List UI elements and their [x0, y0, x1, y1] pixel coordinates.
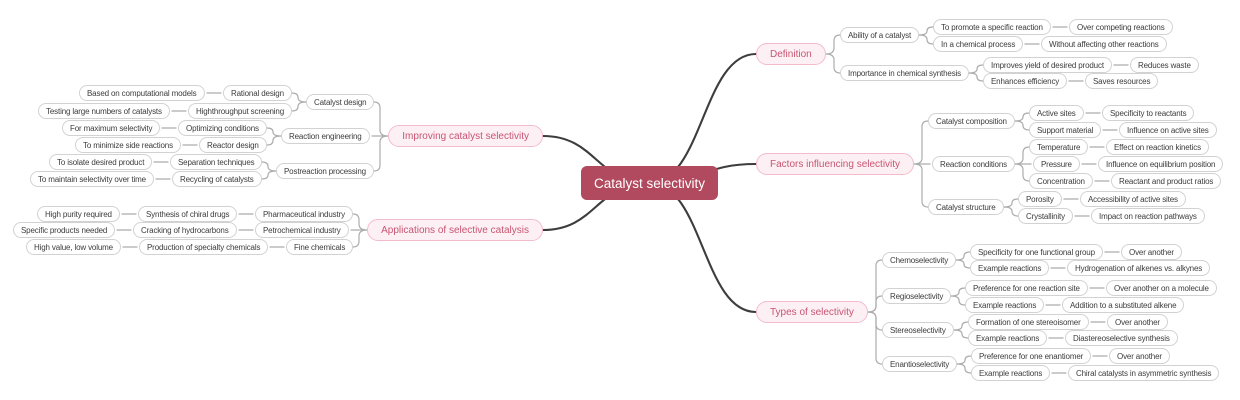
node-preference-for-one-enantiomer[interactable]: Preference for one enantiomer — [971, 348, 1092, 364]
node-example-reactions-enantio[interactable]: Example reactions — [971, 365, 1051, 381]
node-high-value-low-volume[interactable]: High value, low volume — [26, 239, 121, 255]
node-in-a-chemical-process[interactable]: In a chemical process — [933, 36, 1024, 52]
node-example-reactions-stereo[interactable]: Example reactions — [968, 330, 1048, 346]
node-separation-techniques[interactable]: Separation techniques — [170, 154, 263, 170]
node-based-on-computational-models[interactable]: Based on computational models — [79, 85, 205, 101]
node-formation-of-one-stereoisomer[interactable]: Formation of one stereoisomer — [968, 314, 1089, 330]
node-optimizing-conditions[interactable]: Optimizing conditions — [178, 120, 267, 136]
node-over-another-stereo[interactable]: Over another — [1107, 314, 1168, 330]
node-to-isolate-desired-product[interactable]: To isolate desired product — [49, 154, 153, 170]
node-preference-for-one-reaction-site[interactable]: Preference for one reaction site — [965, 280, 1088, 296]
node-fine-chemicals[interactable]: Fine chemicals — [286, 239, 354, 255]
node-addition-to-a-substituted-alkene[interactable]: Addition to a substituted alkene — [1062, 297, 1185, 313]
node-catalyst-composition[interactable]: Catalyst composition — [928, 113, 1015, 129]
node-active-sites[interactable]: Active sites — [1029, 105, 1084, 121]
node-over-another-enantio[interactable]: Over another — [1109, 348, 1170, 364]
branch-improving-catalyst-selectivity[interactable]: Improving catalyst selectivity — [388, 125, 543, 147]
node-rational-design[interactable]: Rational design — [223, 85, 292, 101]
node-ability-of-a-catalyst[interactable]: Ability of a catalyst — [840, 27, 920, 43]
branch-definition[interactable]: Definition — [756, 43, 826, 65]
node-specificity-for-one-functional-group[interactable]: Specificity for one functional group — [970, 244, 1103, 260]
node-to-maintain-selectivity-over-time[interactable]: To maintain selectivity over time — [30, 171, 154, 187]
node-influence-on-equilibrium-position[interactable]: Influence on equilibrium position — [1098, 156, 1224, 172]
node-over-another-on-a-molecule[interactable]: Over another on a molecule — [1106, 280, 1217, 296]
central-topic[interactable]: Catalyst selectivity — [581, 166, 719, 200]
node-production-of-specialty-chemicals[interactable]: Production of specialty chemicals — [139, 239, 269, 255]
node-reaction-engineering[interactable]: Reaction engineering — [281, 128, 370, 144]
node-postreaction-processing[interactable]: Postreaction processing — [276, 163, 374, 179]
branch-types-of-selectivity[interactable]: Types of selectivity — [756, 301, 868, 323]
node-example-reactions-regio[interactable]: Example reactions — [965, 297, 1045, 313]
node-specific-products-needed[interactable]: Specific products needed — [13, 222, 116, 238]
node-saves-resources[interactable]: Saves resources — [1085, 73, 1159, 89]
node-to-minimize-side-reactions[interactable]: To minimize side reactions — [75, 137, 181, 153]
node-chiral-catalysts-in-asymmetric-synthesis[interactable]: Chiral catalysts in asymmetric synthesis — [1068, 365, 1220, 381]
node-crystallinity[interactable]: Crystallinity — [1018, 208, 1073, 224]
node-highthroughput-screening[interactable]: Highthroughput screening — [188, 103, 293, 119]
node-pharmaceutical-industry[interactable]: Pharmaceutical industry — [255, 206, 353, 222]
node-reactor-design[interactable]: Reactor design — [199, 137, 267, 153]
node-for-maximum-selectivity[interactable]: For maximum selectivity — [62, 120, 161, 136]
node-effect-on-reaction-kinetics[interactable]: Effect on reaction kinetics — [1106, 139, 1209, 155]
node-synthesis-of-chiral-drugs[interactable]: Synthesis of chiral drugs — [138, 206, 238, 222]
node-accessibility-of-active-sites[interactable]: Accessibility of active sites — [1080, 191, 1186, 207]
node-regioselectivity[interactable]: Regioselectivity — [882, 288, 952, 304]
node-importance-in-chemical-synthesis[interactable]: Importance in chemical synthesis — [840, 65, 970, 81]
node-to-promote-a-specific-reaction[interactable]: To promote a specific reaction — [933, 19, 1051, 35]
node-diastereoselective-synthesis[interactable]: Diastereoselective synthesis — [1065, 330, 1178, 346]
node-reactant-and-product-ratios[interactable]: Reactant and product ratios — [1111, 173, 1222, 189]
node-catalyst-structure[interactable]: Catalyst structure — [928, 199, 1004, 215]
node-improves-yield-of-desired-product[interactable]: Improves yield of desired product — [983, 57, 1112, 73]
node-high-purity-required[interactable]: High purity required — [37, 206, 120, 222]
node-catalyst-design[interactable]: Catalyst design — [306, 94, 375, 110]
node-example-reactions-chemo[interactable]: Example reactions — [970, 260, 1050, 276]
node-testing-large-numbers-of-catalysts[interactable]: Testing large numbers of catalysts — [38, 103, 170, 119]
node-over-another-chemo[interactable]: Over another — [1121, 244, 1182, 260]
node-recycling-of-catalysts[interactable]: Recycling of catalysts — [172, 171, 262, 187]
node-over-competing-reactions[interactable]: Over competing reactions — [1069, 19, 1173, 35]
node-cracking-of-hydrocarbons[interactable]: Cracking of hydrocarbons — [133, 222, 237, 238]
node-influence-on-active-sites[interactable]: Influence on active sites — [1119, 122, 1217, 138]
node-support-material[interactable]: Support material — [1029, 122, 1102, 138]
node-petrochemical-industry[interactable]: Petrochemical industry — [255, 222, 349, 238]
node-specificity-to-reactants[interactable]: Specificity to reactants — [1102, 105, 1195, 121]
node-stereoselectivity[interactable]: Stereoselectivity — [882, 322, 954, 338]
node-hydrogenation-of-alkenes-vs-alkynes[interactable]: Hydrogenation of alkenes vs. alkynes — [1067, 260, 1211, 276]
node-reduces-waste[interactable]: Reduces waste — [1130, 57, 1199, 73]
node-enhances-efficiency[interactable]: Enhances efficiency — [983, 73, 1068, 89]
node-temperature[interactable]: Temperature — [1029, 139, 1089, 155]
node-impact-on-reaction-pathways[interactable]: Impact on reaction pathways — [1091, 208, 1205, 224]
node-concentration[interactable]: Concentration — [1029, 173, 1093, 189]
node-reaction-conditions[interactable]: Reaction conditions — [932, 156, 1015, 172]
node-without-affecting-other-reactions[interactable]: Without affecting other reactions — [1041, 36, 1167, 52]
branch-factors-influencing-selectivity[interactable]: Factors influencing selectivity — [756, 153, 915, 175]
node-chemoselectivity[interactable]: Chemoselectivity — [882, 252, 957, 268]
node-enantioselectivity[interactable]: Enantioselectivity — [882, 356, 958, 372]
branch-applications-of-selective-catalysis[interactable]: Applications of selective catalysis — [367, 219, 543, 241]
node-porosity[interactable]: Porosity — [1018, 191, 1062, 207]
node-pressure[interactable]: Pressure — [1033, 156, 1080, 172]
